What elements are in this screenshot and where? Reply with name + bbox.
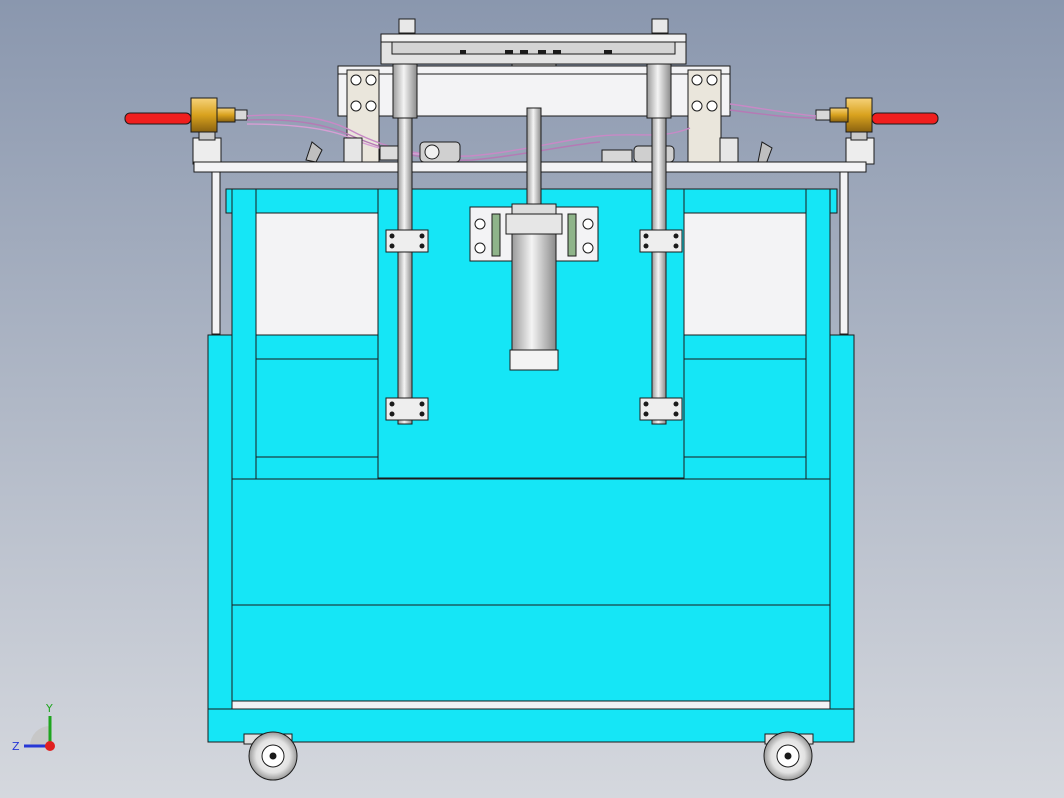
pneumatic-cylinder[interactable]: [469, 203, 599, 371]
x-axis-dot: [45, 741, 55, 751]
ball-valve-left[interactable]: [124, 97, 248, 165]
side-clamp-right: [687, 69, 722, 165]
caster-wheel-left[interactable]: [243, 731, 298, 781]
top-bolt-right: [651, 18, 669, 34]
top-bolt-left: [398, 18, 416, 34]
z-axis-label: Z: [12, 740, 20, 753]
press-head[interactable]: [337, 18, 731, 165]
cylinder-barrel: [511, 215, 557, 353]
caster-wheel-right[interactable]: [763, 731, 814, 781]
y-axis-label: Y: [45, 702, 53, 715]
axis-triad: Y Z: [12, 702, 55, 753]
valve-handle-right: [871, 112, 939, 125]
ball-valve-right[interactable]: [815, 97, 939, 165]
valve-handle-left: [124, 112, 192, 125]
shaft-clamps: [385, 229, 683, 421]
